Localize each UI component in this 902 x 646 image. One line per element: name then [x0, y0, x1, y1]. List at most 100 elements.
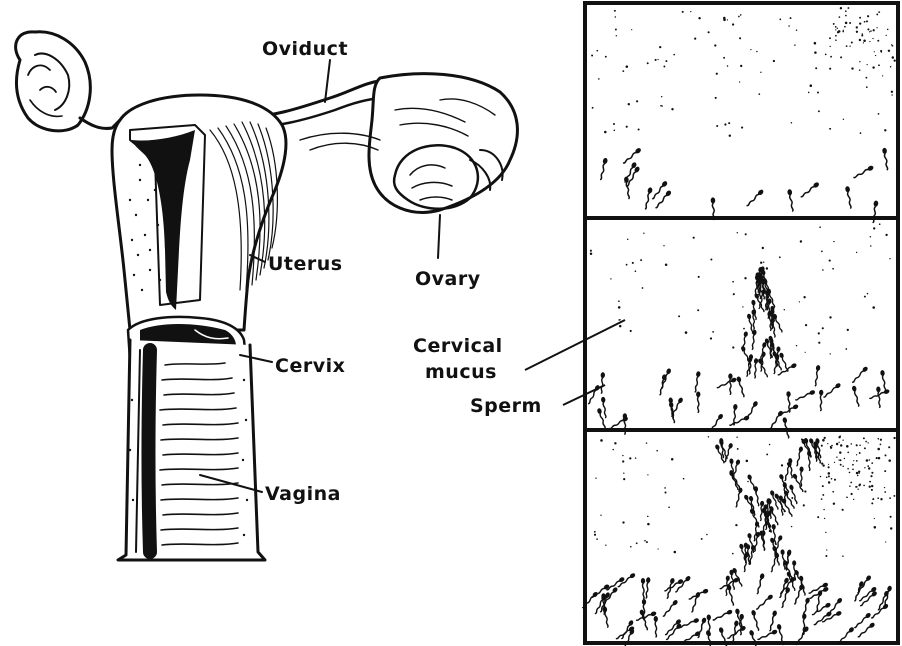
sperm-label: Sperm — [470, 395, 542, 417]
mucus-stipple-dot — [842, 509, 844, 511]
mucus-stipple-dot — [693, 237, 695, 239]
mucus-stipple-dot — [817, 516, 819, 518]
mucus-stipple-dot — [872, 498, 874, 500]
mucus-stipple-dot — [840, 459, 842, 461]
mucus-stipple-dot — [619, 319, 621, 321]
mucus-stipple-dot — [832, 491, 834, 493]
mucus-stipple-dot — [825, 54, 827, 56]
cervix-label: Cervix — [275, 355, 345, 377]
mucus-stipple-dot — [656, 450, 658, 452]
mucus-stipple-dot — [846, 45, 848, 47]
mucus-stipple-dot — [821, 445, 823, 447]
mucus-stipple-dot — [732, 23, 734, 25]
mucus-stipple-dot — [683, 478, 685, 480]
mucus-stipple-dot — [804, 490, 806, 492]
mucus-stipple-dot — [750, 49, 751, 50]
mucus-stipple-dot — [664, 491, 666, 493]
cervical-mucus-label-line1: Cervical — [413, 335, 503, 357]
mucus-stipple-dot — [860, 132, 862, 134]
mucus-stipple-dot — [853, 499, 854, 500]
mucus-stipple-dot — [839, 16, 841, 18]
mucus-stipple-dot — [665, 264, 668, 267]
mucus-stipple-dot — [855, 486, 857, 488]
mucus-stipple-dot — [760, 262, 762, 264]
sperm-mucus-panels — [581, 3, 898, 646]
mucus-stipple-dot — [698, 276, 700, 278]
mucus-stipple-dot — [840, 7, 842, 9]
mucus-stipple-dot — [885, 541, 886, 542]
mucus-stipple-dot — [876, 13, 878, 15]
mucus-stipple-dot — [803, 504, 805, 506]
mucus-stipple-dot — [614, 442, 616, 444]
mucus-stipple-dot — [685, 331, 688, 334]
mucus-stipple-dot — [826, 549, 827, 550]
mucus-stipple-dot — [876, 457, 878, 459]
mucus-stipple-dot — [635, 457, 636, 458]
mucus-stipple-dot — [823, 509, 824, 510]
mucus-stipple-dot — [828, 475, 830, 477]
mucus-stipple-dot — [836, 443, 839, 446]
mucus-stipple-dot — [894, 59, 896, 61]
mucus-stipple-dot — [800, 240, 802, 242]
mucus-stipple-dot — [863, 39, 866, 42]
mucus-stipple-dot — [829, 68, 831, 70]
mucus-stipple-dot — [716, 73, 718, 75]
mucus-stipple-dot — [822, 464, 824, 466]
mucus-stipple-dot — [830, 447, 832, 449]
mucus-stipple-dot — [869, 459, 871, 461]
mucus-stipple-dot — [863, 485, 865, 487]
mucus-stipple-dot — [616, 35, 617, 36]
mucus-stipple-dot — [869, 31, 870, 32]
mucus-stipple-dot — [873, 227, 875, 229]
mucus-stipple-dot — [856, 31, 858, 33]
mucus-stipple-dot — [840, 56, 842, 58]
mucus-stipple-dot — [856, 444, 858, 446]
oviduct-leader — [325, 60, 330, 102]
mucus-stipple-dot — [830, 46, 831, 47]
mucus-stipple-dot — [888, 50, 890, 52]
mucus-stipple-dot — [885, 454, 887, 456]
mucus-stipple-dot — [840, 444, 842, 446]
mucus-stipple-dot — [732, 281, 734, 283]
mucus-stipple-dot — [779, 256, 781, 258]
oviduct-label: Oviduct — [262, 38, 348, 60]
mucus-stipple-dot — [884, 470, 886, 472]
mucus-stipple-dot — [859, 61, 860, 62]
mucus-stipple-dot — [739, 37, 741, 39]
mucus-stipple-dot — [829, 37, 831, 39]
mucus-stipple-dot — [708, 31, 710, 33]
mucus-stipple-dot — [640, 259, 642, 261]
mucus-stipple-dot — [884, 491, 886, 493]
mucus-stipple-dot — [613, 123, 615, 125]
mucus-stipple-dot — [658, 548, 659, 549]
mucus-stipple-dot — [690, 11, 691, 12]
mucus-stipple-dot — [623, 473, 624, 474]
mucus-stipple-dot — [835, 29, 836, 30]
mucus-stipple-dot — [745, 233, 747, 235]
mucus-stipple-dot — [856, 460, 858, 462]
mucus-stipple-dot — [760, 72, 761, 73]
mucus-stipple-dot — [833, 502, 835, 504]
mucus-stipple-dot — [834, 479, 836, 481]
mucus-stipple-dot — [857, 488, 858, 489]
mucus-stipple-dot — [845, 15, 847, 17]
mucus-stipple-dot — [659, 46, 661, 48]
vagina-label: Vagina — [265, 483, 341, 505]
mucus-stipple-dot — [739, 81, 740, 82]
mucus-stipple-dot — [773, 60, 775, 62]
mucus-stipple-dot — [871, 485, 873, 487]
mucus-stipple-dot — [859, 39, 861, 41]
mucus-stipple-dot — [756, 51, 757, 52]
mucus-stipple-dot — [614, 130, 616, 132]
mucus-stipple-dot — [766, 267, 768, 269]
mucus-stipple-dot — [866, 20, 868, 22]
mucus-stipple-dot — [594, 531, 596, 533]
mucus-stipple-dot — [784, 309, 785, 310]
mucus-stipple-dot — [846, 445, 849, 448]
mucus-stipple-dot — [788, 25, 790, 27]
mucus-stipple-dot — [822, 439, 825, 442]
mucus-stipple-dot — [799, 301, 800, 302]
mucus-stipple-dot — [671, 108, 673, 110]
mucus-stipple-dot — [698, 17, 700, 19]
mucus-stipple-dot — [590, 250, 592, 252]
